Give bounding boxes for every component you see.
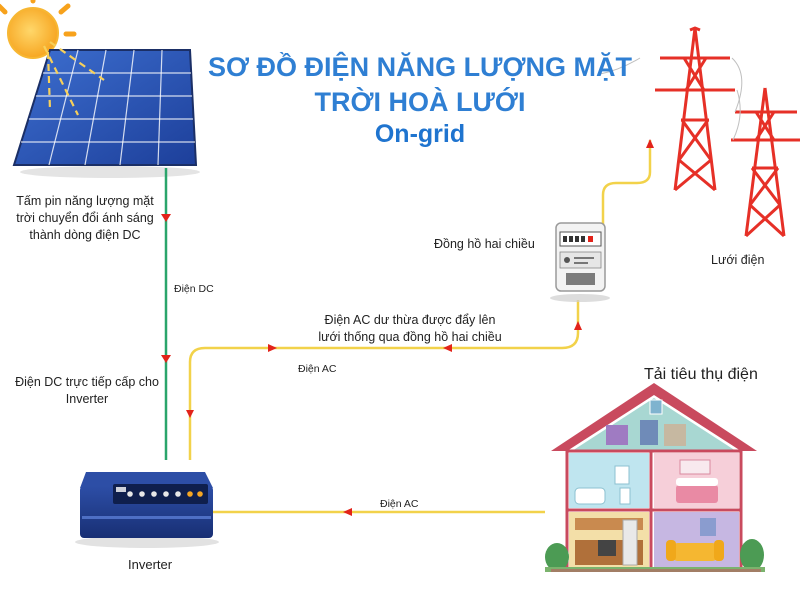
panel-description-line: Tấm pin năng lượng mặt (16, 194, 154, 208)
grid-label: Lưới điện (711, 253, 765, 267)
ac-arrow-icon (343, 508, 352, 516)
solar-panel-icon (12, 41, 200, 178)
ac-arrow-icon (268, 344, 277, 352)
dc-arrow-icon (161, 214, 171, 222)
title-line-2: TRỜI HOÀ LƯỚI (314, 87, 526, 117)
meter-icon (550, 222, 610, 302)
title-line-3: On-grid (374, 120, 466, 148)
panel-description-line: thành dòng điện DC (29, 228, 141, 242)
ac-return-label: Điện AC (298, 363, 337, 375)
title-line-1: SƠ ĐỒ ĐIỆN NĂNG LƯỢNG MẶT (208, 52, 632, 82)
load-label: Tải tiêu thụ điện (644, 366, 758, 383)
ac-load-line (212, 508, 545, 516)
ac-arrow-icon (186, 410, 194, 418)
dc-to-inverter-line: Điện DC trực tiếp cấp cho (15, 375, 159, 389)
house-icon (545, 383, 765, 572)
ac-arrow-icon (443, 344, 452, 352)
tower-icon (731, 87, 800, 238)
dc-to-inverter-label: Điện DC trực tiếp cấp cho Inverter (12, 374, 162, 408)
panel-description: Tấm pin năng lượng mặt trời chuyển đổi á… (10, 193, 160, 244)
ac-arrow-icon (646, 139, 654, 148)
panel-description-line: trời chuyển đổi ánh sáng (16, 211, 154, 225)
surplus-label: Điện AC dư thừa được đẩy lên lưới thống … (300, 312, 520, 346)
ac-surplus-line (188, 140, 652, 460)
meter-label: Đồng hồ hai chiều (434, 237, 535, 251)
tower-icon (655, 26, 735, 192)
surplus-line: Điện AC dư thừa được đẩy lên (324, 313, 496, 327)
ac-load-label: Điện AC (380, 498, 419, 510)
dc-arrow-icon (161, 355, 171, 363)
power-line-icon (599, 57, 743, 141)
surplus-line: lưới thống qua đồng hồ hai chiều (318, 330, 502, 344)
inverter-icon (75, 472, 219, 548)
ac-arrow-icon (574, 321, 582, 330)
dc-line (161, 168, 171, 460)
dc-flow-label: Điện DC (174, 283, 214, 295)
inverter-label: Inverter (128, 557, 173, 572)
dc-to-inverter-line: Inverter (65, 392, 109, 406)
